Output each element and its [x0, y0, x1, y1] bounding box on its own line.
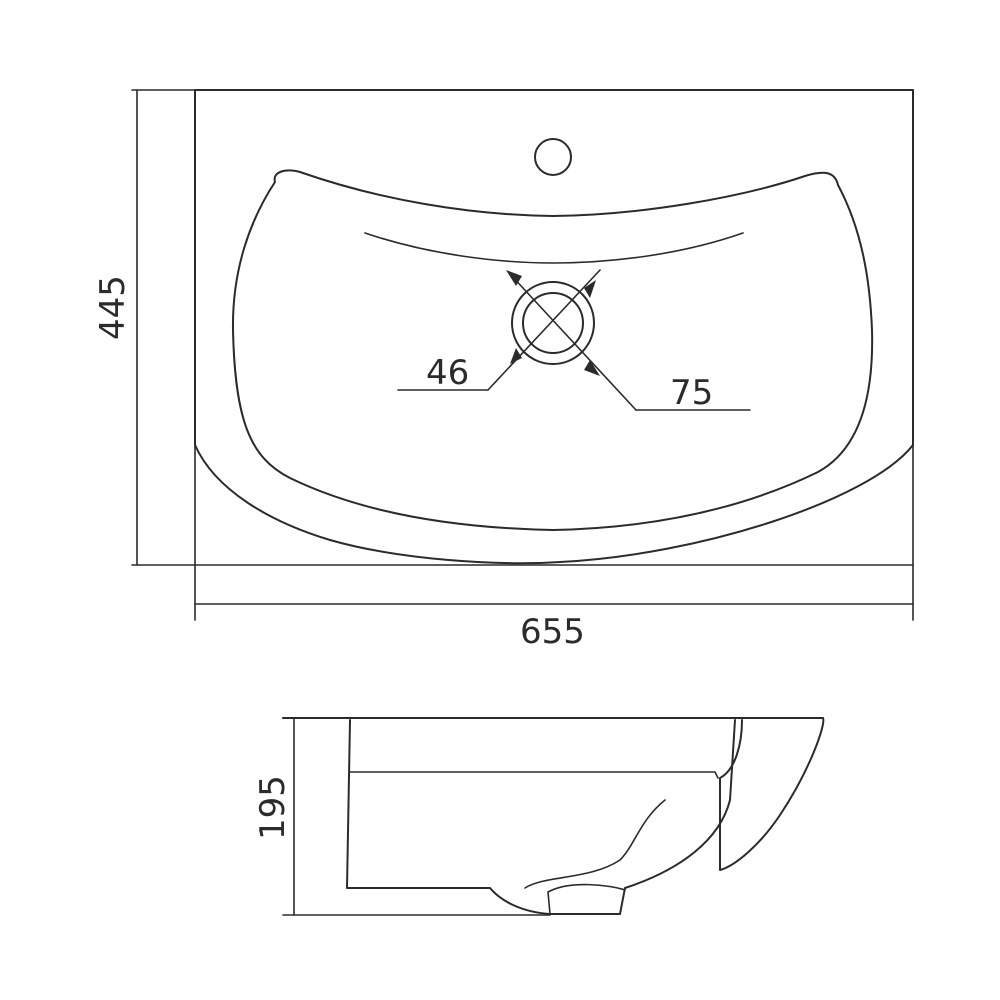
arrow-icon — [584, 280, 596, 298]
side-drain-bulge — [547, 883, 626, 915]
sink-outline — [194, 89, 914, 565]
height-dimension: 445 — [93, 275, 133, 340]
tap-hole — [534, 138, 572, 176]
arrow-icon — [510, 348, 522, 364]
width-dimension: 655 — [520, 612, 585, 652]
side-body-outline — [346, 719, 736, 915]
depth-dimension: 195 — [253, 775, 293, 840]
side-basin-curve — [524, 799, 666, 889]
basin-outline — [231, 169, 874, 531]
top-view: 46 75 445 655 — [93, 89, 914, 652]
side-front-lip — [719, 717, 825, 871]
drain-outer-ring — [511, 281, 595, 365]
basin-rim-curve — [364, 232, 744, 264]
arrow-icon — [584, 360, 600, 376]
drain-leader-75 — [509, 273, 637, 411]
drain-inner-dimension: 46 — [426, 353, 469, 393]
side-view: 195 — [253, 717, 825, 916]
drain-outer-dimension: 75 — [670, 373, 713, 413]
drain-inner-ring — [522, 292, 584, 354]
drain-leader-46 — [487, 269, 601, 391]
side-basin-inner — [349, 771, 719, 779]
arrow-icon — [506, 270, 522, 286]
